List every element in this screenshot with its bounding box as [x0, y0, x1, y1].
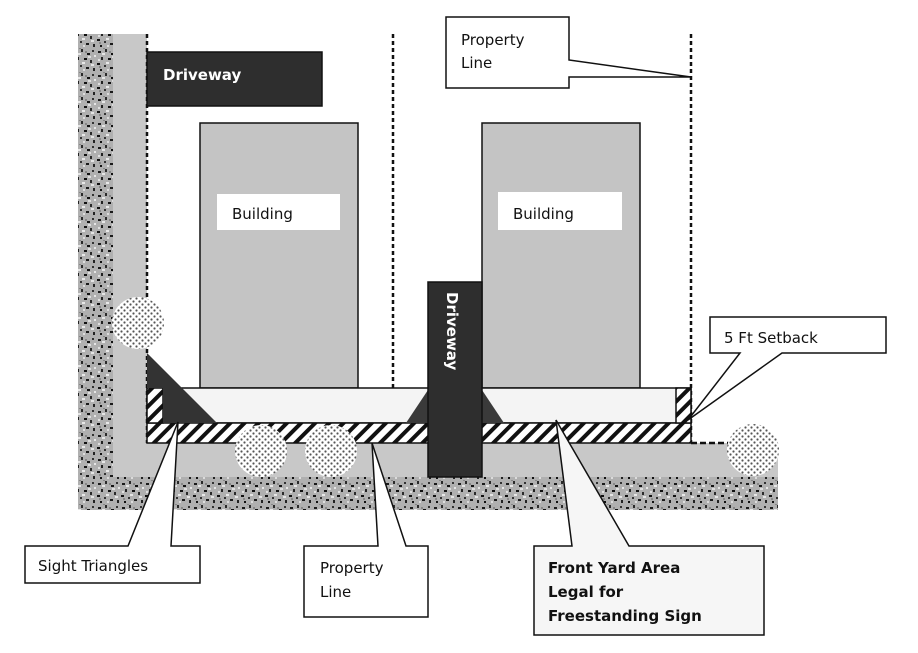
callout-setback-text: 5 Ft Setback: [724, 329, 818, 347]
setback-hatch-left: [146, 387, 164, 424]
building-right: [481, 122, 641, 389]
sight-triangle-driveway-right: [482, 390, 504, 423]
callout-setback: [687, 316, 887, 421]
callout-property-line-bottom-line2: Line: [320, 583, 351, 601]
driveway-top-label: Driveway: [163, 66, 241, 84]
driveway-vertical: [427, 281, 483, 478]
callout-sight-triangles-text: Sight Triangles: [38, 557, 148, 575]
road-vertical: [78, 34, 114, 477]
callout-property-line-top: [445, 16, 692, 89]
building-left-label: Building: [232, 205, 293, 223]
callout-property-line-bottom: [303, 442, 429, 618]
callout-property-line-top-line2: Line: [461, 54, 492, 72]
tree-icon: [112, 297, 164, 349]
tree-icon: [727, 424, 779, 476]
sight-triangle-driveway-left: [406, 390, 428, 423]
tree-icon: [305, 425, 357, 477]
callout-front-yard-line2: Legal for: [548, 583, 624, 601]
setback-hatch-right: [675, 387, 692, 424]
building-left: [199, 122, 359, 389]
callout-front-yard-line3: Freestanding Sign: [548, 607, 702, 625]
building-right-label: Building: [513, 205, 574, 223]
tree-icon: [235, 425, 287, 477]
sight-triangle-corner: [147, 353, 182, 388]
building-left-label-box: [217, 194, 340, 230]
building-right-label-box: [498, 192, 622, 230]
sidewalk-vertical: [113, 34, 147, 477]
callout-front-yard-line1: Front Yard Area: [548, 559, 680, 577]
callout-property-line-bottom-line1: Property: [320, 559, 384, 577]
setback-hatch-bottom: [146, 422, 692, 444]
sight-triangle-corner-lower: [163, 388, 217, 423]
road-horizontal: [78, 476, 778, 510]
callout-front-yard: [533, 419, 765, 636]
callout-property-line-top-line1: Property: [461, 31, 525, 49]
driveway-top: [146, 51, 323, 107]
driveway-vertical-label: Driveway: [443, 292, 461, 370]
callout-sight-triangles: [24, 421, 201, 584]
